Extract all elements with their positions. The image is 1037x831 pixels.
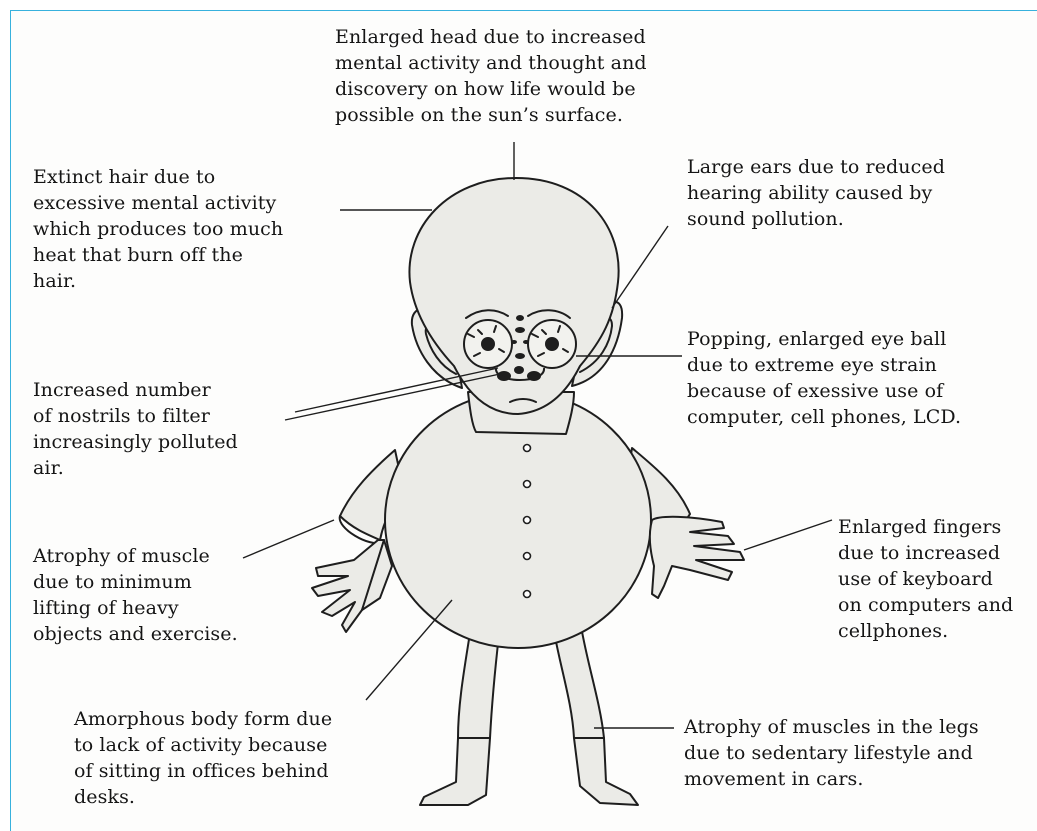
label-large-ears: Large ears due to reduced hearing abilit… bbox=[687, 154, 945, 232]
label-enlarged-head: Enlarged head due to increased mental ac… bbox=[335, 24, 647, 128]
right-hand bbox=[650, 517, 744, 598]
label-enlarged-fingers: Enlarged fingers due to increased use of… bbox=[838, 514, 1013, 644]
label-extinct-hair: Extinct hair due to excessive mental act… bbox=[33, 164, 283, 294]
leader-arm bbox=[243, 520, 334, 558]
right-leg bbox=[552, 620, 638, 805]
leader-ears bbox=[612, 226, 668, 308]
label-increased-nostrils: Increased number of nostrils to filter i… bbox=[33, 377, 238, 481]
leader-fingers bbox=[744, 520, 832, 550]
label-arm-atrophy: Atrophy of muscle due to minimum lifting… bbox=[33, 543, 238, 647]
label-leg-atrophy: Atrophy of muscles in the legs due to se… bbox=[684, 714, 979, 792]
label-amorphous-body: Amorphous body form due to lack of activ… bbox=[74, 706, 332, 810]
label-popping-eyes: Popping, enlarged eye ball due to extrem… bbox=[687, 326, 961, 430]
left-leg bbox=[420, 620, 500, 805]
left-hand bbox=[312, 540, 392, 632]
leader-body bbox=[366, 600, 452, 700]
